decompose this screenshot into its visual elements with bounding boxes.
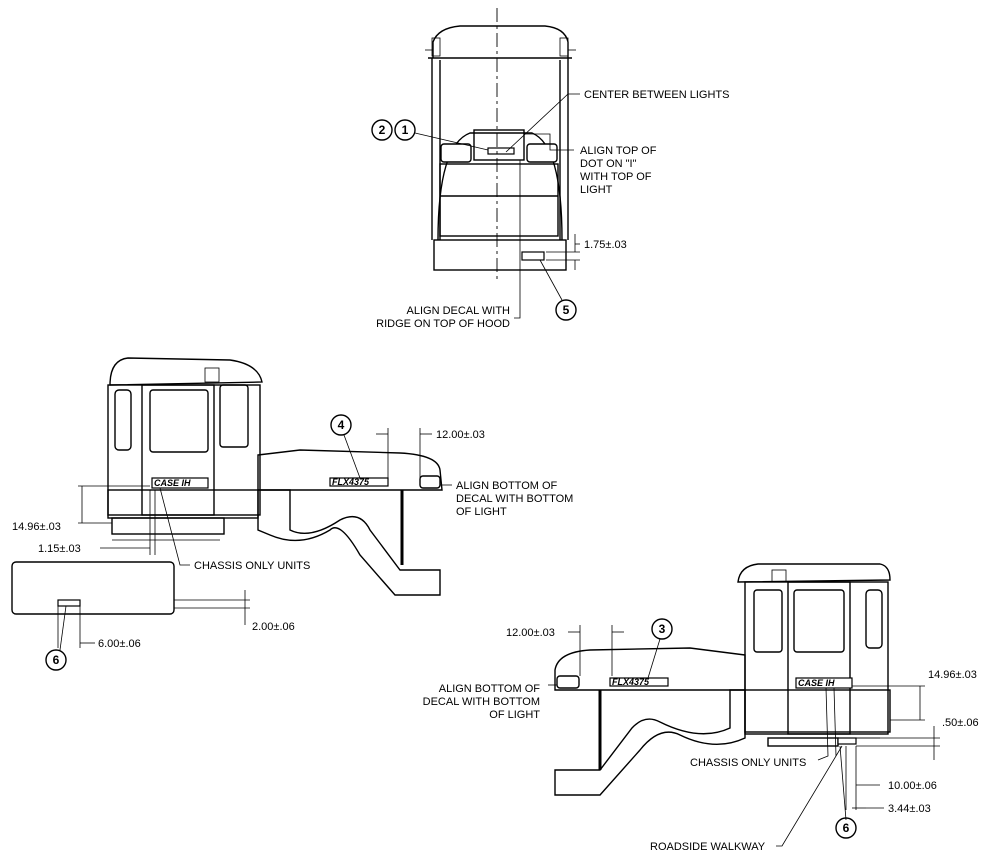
left-dim-600: 6.00±.06 [98, 638, 141, 650]
callout-5: 5 [563, 303, 570, 317]
left-cab-roof [109, 357, 263, 386]
front-right-light [526, 143, 558, 163]
left-door [141, 384, 215, 516]
left-note-chassis: CHASSIS ONLY UNITS [194, 560, 310, 572]
left-dim-200: 2.00±.06 [252, 621, 295, 633]
front-small-decal [521, 251, 545, 261]
right-dim-344: 3.44±.03 [888, 803, 931, 815]
front-cab-body [431, 58, 569, 240]
left-door-window [149, 389, 209, 453]
front-cab-roof [432, 25, 569, 58]
left-model-decal [329, 477, 389, 487]
callout-circle-3 [651, 618, 673, 640]
right-callout-circle-6 [835, 817, 857, 839]
right-chassis-leader [817, 687, 829, 761]
callout-circle-1 [394, 119, 416, 141]
left-callout-circle-6 [45, 649, 67, 671]
left-model-decal-text: FLX4375 [332, 477, 370, 487]
left-callout-6: 6 [53, 653, 60, 667]
callout-circle-2 [371, 119, 393, 141]
left-walkway-decal [57, 599, 81, 607]
front-view: CENTER BETWEEN LIGHTS ALIGN TOP OF DOT O… [371, 8, 729, 330]
right-note-align-1: ALIGN BOTTOM OF [439, 683, 541, 695]
left-note-align-1: ALIGN BOTTOM OF [456, 480, 558, 492]
note-align-dot-2: DOT ON "I" [580, 158, 637, 170]
callout-3: 3 [659, 622, 666, 636]
left-brand-decal [151, 477, 209, 489]
right-side-view: FLX4375 CASE IH 12.00±.03 3 ALIGN BOTTOM… [423, 563, 979, 853]
right-brand-decal-text: CASE IH [798, 678, 835, 688]
right-callout-6: 6 [843, 821, 850, 835]
front-hood [437, 132, 563, 241]
note-ridge-1: ALIGN DECAL WITH [407, 305, 511, 317]
note-align-dot-1: ALIGN TOP OF [580, 145, 657, 157]
callout-circle-4 [330, 414, 352, 436]
left-note-align-2: DECAL WITH BOTTOM [456, 493, 573, 505]
right-hood [554, 647, 746, 691]
left-light [419, 475, 441, 489]
callout-circle-5 [555, 299, 577, 321]
right-model-decal [609, 677, 669, 687]
leader-ridge [514, 160, 521, 319]
left-note-align-3: OF LIGHT [456, 506, 507, 518]
right-door-window [793, 589, 845, 653]
left-chassis-leader [159, 487, 190, 566]
callout-2: 2 [379, 123, 386, 137]
front-decal [487, 147, 515, 155]
callout-1: 1 [402, 123, 409, 137]
left-dim-1496: 14.96±.03 [12, 521, 61, 533]
front-grille [439, 163, 559, 237]
right-dim-1000: 10.00±.06 [888, 780, 937, 792]
right-brand-decal [795, 677, 853, 689]
leader-center [505, 93, 580, 153]
right-note-align-3: OF LIGHT [489, 709, 540, 721]
left-hood [257, 449, 443, 491]
right-dim-050: .50±.06 [942, 717, 979, 729]
right-model-decal-text: FLX4375 [612, 677, 650, 687]
right-note-walkway: ROADSIDE WALKWAY [650, 841, 766, 853]
left-brand-decal-text: CASE IH [154, 478, 191, 488]
right-note-chassis: CHASSIS ONLY UNITS [690, 757, 806, 769]
right-light [556, 675, 580, 689]
callout-4: 4 [338, 418, 345, 432]
right-door [787, 581, 851, 735]
right-walkway-leader [776, 745, 843, 847]
right-frame [554, 689, 746, 796]
right-dim-1496: 14.96±.03 [928, 669, 977, 681]
right-dim-12: 12.00±.03 [506, 627, 555, 639]
left-dim-12: 12.00±.03 [436, 429, 485, 441]
left-side-view: FLX4375 CASE IH 14.96±.03 1.15±.03 CHASS… [11, 357, 573, 671]
note-align-dot-3: WITH TOP OF [580, 171, 652, 183]
right-note-align-2: DECAL WITH BOTTOM [423, 696, 540, 708]
leader-align-dot [524, 133, 574, 151]
note-center-between-lights: CENTER BETWEEN LIGHTS [584, 89, 729, 101]
left-chassis-box [11, 561, 175, 615]
left-dim-115: 1.15±.03 [38, 543, 81, 555]
right-cab-roof [737, 563, 891, 583]
dim-175: 1.75±.03 [584, 239, 627, 251]
front-bumper [433, 239, 567, 271]
front-left-light [440, 143, 472, 163]
note-align-dot-4: LIGHT [580, 184, 613, 196]
left-frame [257, 489, 441, 596]
note-ridge-2: RIDGE ON TOP OF HOOD [376, 318, 510, 330]
